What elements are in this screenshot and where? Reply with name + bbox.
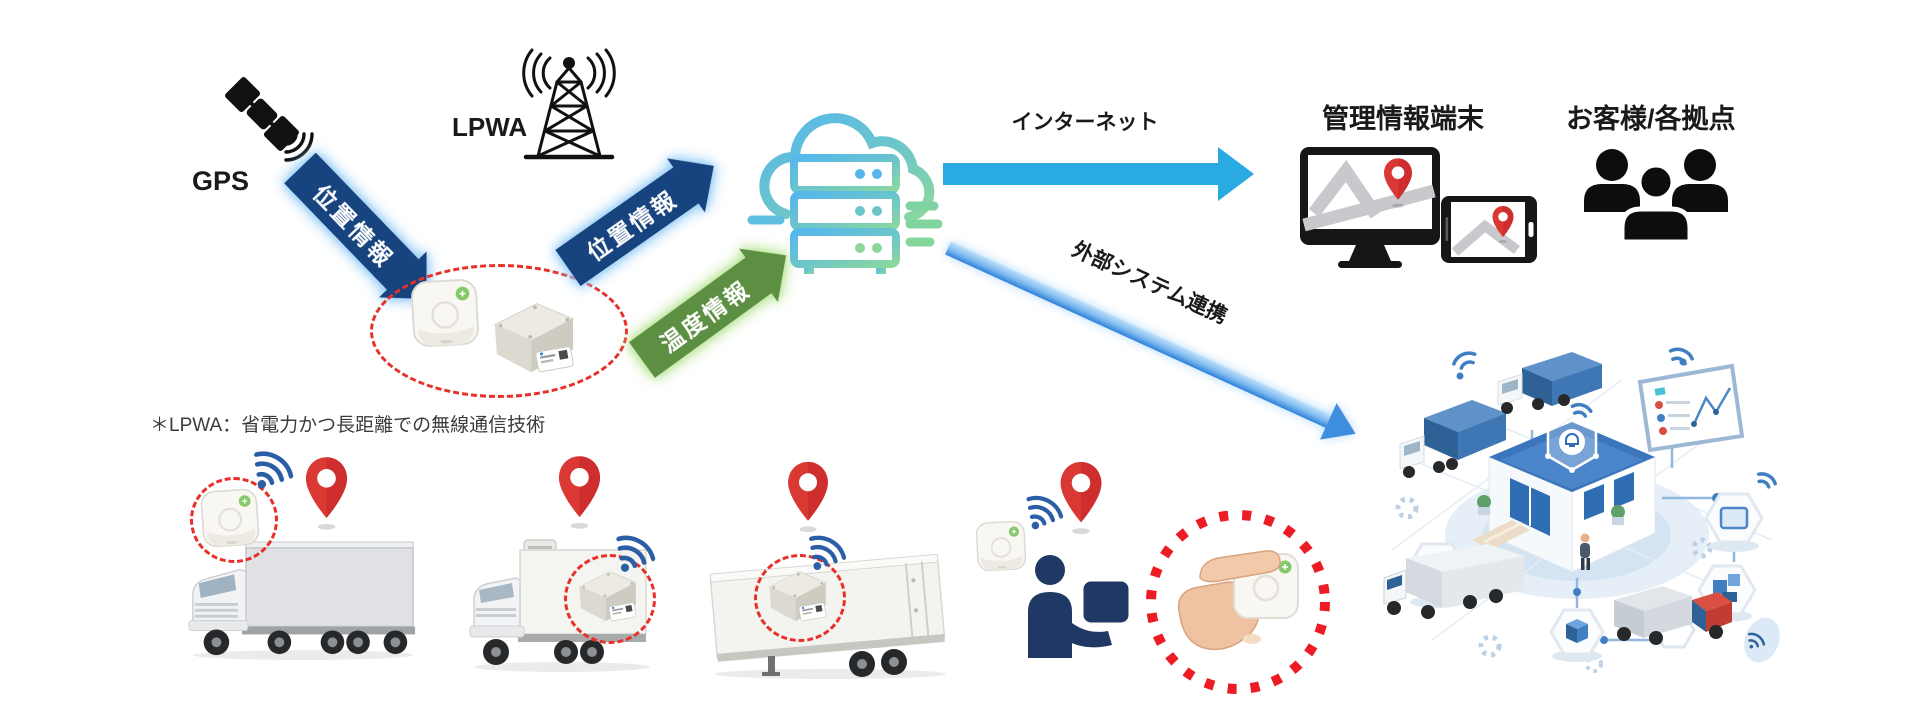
device-highlight-circle <box>754 554 846 642</box>
internet-arrow-head <box>1218 147 1254 201</box>
device-highlight-circle <box>190 477 278 563</box>
tracker-device-icon <box>408 276 482 350</box>
worker-box-icon <box>1028 555 1132 658</box>
customers-icon <box>1584 149 1728 244</box>
location-pin-icon <box>1057 460 1105 536</box>
location-pin-icon <box>303 455 350 532</box>
location-pin-icon <box>785 460 831 534</box>
device-highlight-ellipse <box>370 264 628 398</box>
tablet-map-icon <box>1441 196 1537 263</box>
location-pin-icon <box>556 454 603 531</box>
device-highlight-circle <box>564 554 656 644</box>
logistics-hub-illustration <box>1383 347 1780 673</box>
hand-device-icon <box>1177 550 1299 651</box>
lpwa-label: LPWA <box>452 112 528 142</box>
lpwa-footnote: ＊LPWA：省電力かつ長距離での無線通信技術 <box>150 415 546 436</box>
tracker-device-icon <box>974 519 1029 574</box>
gps-label: GPS <box>192 166 250 196</box>
terminal-label: 管理情報端末 <box>1322 104 1484 134</box>
customers-label: お客様/各拠点 <box>1566 104 1736 134</box>
gps-satellite-icon <box>225 77 314 162</box>
temperature-logger-icon <box>764 566 830 624</box>
truck-large-icon <box>188 541 416 660</box>
cloud-server-icon <box>747 113 943 274</box>
internet-arrow <box>943 163 1219 185</box>
internet-arrow-label: インターネット <box>1011 111 1159 134</box>
temperature-logger-icon <box>487 296 579 376</box>
tracker-device-icon <box>198 486 262 550</box>
lpwa-tower-icon <box>522 48 616 160</box>
device-highlight-dotted-circle <box>1146 510 1330 694</box>
monitor-map-icon <box>1300 147 1440 268</box>
